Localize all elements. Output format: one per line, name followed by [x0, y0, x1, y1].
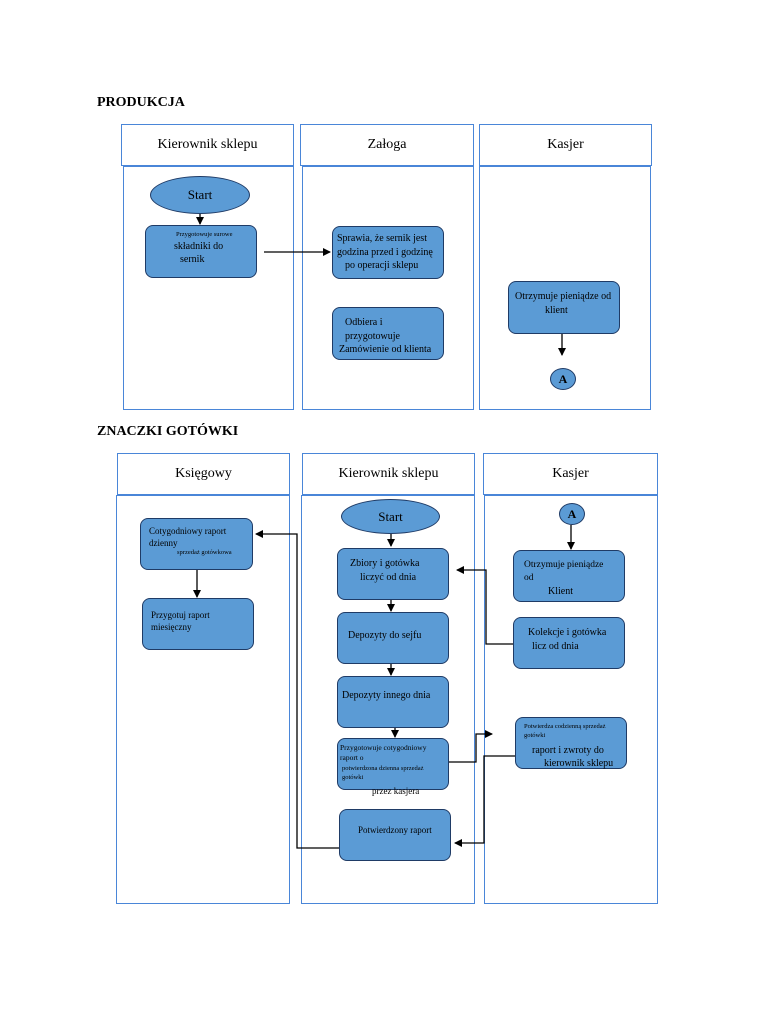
- box-prepare-weekly: Przygotowuje cotygodniowy raport o potwi…: [337, 738, 449, 796]
- box-weekly-report: Cotygodniowy raport dzienny sprzedaż got…: [140, 518, 253, 570]
- box-cashier-confirms: Potwierdza codzienną sprzedaż gotówki ra…: [515, 717, 627, 769]
- box-line: Kolekcje i gotówka: [528, 627, 607, 638]
- box-monthly-report: Przygotuj raport miesięczny: [142, 598, 254, 650]
- box-line: liczyć od dnia: [360, 571, 417, 583]
- box-line: sernik: [180, 254, 205, 266]
- arrow-confirmed-to-weekly: [255, 530, 339, 849]
- box-line: potwierdzona dzienna sprzedaż gotówki: [342, 765, 424, 782]
- box-receive-money-2: Otrzymuje pieniądze od Klient: [513, 550, 625, 602]
- box-line: składniki do: [174, 240, 224, 252]
- box-line: Potwierdza codzienną sprzedaż gotówki: [524, 723, 606, 739]
- box-line: Klient: [548, 585, 573, 597]
- section-title-produkcja: PRODUKCJA: [97, 95, 185, 110]
- box-line: klient: [545, 304, 568, 316]
- box-line: Sprawia, że sernik jest: [337, 233, 427, 244]
- lane-body-zaloga: [302, 166, 474, 410]
- lane-header-ksiegowy: Księgowy: [117, 453, 290, 495]
- box-collections-cash: Zbiory i gotówka liczyć od dnia: [337, 548, 449, 600]
- box-line: Przygotowuje cotygodniowy raport o: [340, 743, 427, 763]
- start-terminal-2: Start: [341, 499, 440, 534]
- box-receive-money: Otrzymuje pieniądze od klient: [508, 281, 620, 334]
- box-line: Zamówienie od klienta: [339, 344, 432, 355]
- box-line: Otrzymuje pieniądze od: [524, 560, 604, 583]
- box-receive-order: Odbiera i przygotowuje Zamówienie od kli…: [332, 307, 444, 360]
- start-terminal: Start: [150, 176, 250, 214]
- lane-header-kierownik-2: Kierownik sklepu: [302, 453, 475, 495]
- box-collections-cash-2: Kolekcje i gotówka licz od dnia: [513, 617, 625, 669]
- box-prepare-ingredients: Przygotowuje surowe składniki do sernik: [145, 225, 257, 278]
- lane-header-zaloga: Załoga: [300, 124, 474, 166]
- connector-a-in: A: [559, 503, 585, 525]
- box-deposit-other-day: Depozyty innego dnia: [337, 676, 449, 728]
- box-line: godzina przed i godzinę: [337, 246, 433, 258]
- box-line: Otrzymuje pieniądze od: [515, 291, 612, 302]
- arrow-cashier-to-confirmed: [454, 755, 515, 847]
- box-line: sprzedaż gotówkowa: [177, 549, 232, 557]
- box-line: Przygotowuje surowe: [176, 231, 233, 238]
- section-title-znaczki: ZNACZKI GOTÓWKI: [97, 424, 239, 439]
- box-line: raport i zwroty do: [532, 744, 604, 756]
- box-line: kierownik sklepu: [544, 758, 614, 770]
- arrow-prepweekly-to-cashier: [449, 730, 493, 763]
- lane-header-kasjer-2: Kasjer: [483, 453, 658, 495]
- box-line: Zbiory i gotówka: [350, 558, 420, 569]
- box-deposit-safe: Depozyty do sejfu: [337, 612, 449, 664]
- arrow-collect2-to-collect: [456, 566, 513, 645]
- box-line: Cotygodniowy raport dzienny: [149, 526, 227, 549]
- connector-a-out: A: [550, 368, 576, 390]
- box-line: przez kasjera: [372, 785, 420, 796]
- box-line: po operacji sklepu: [345, 260, 419, 271]
- lane-header-kierownik: Kierownik sklepu: [121, 124, 294, 166]
- lane-header-kasjer: Kasjer: [479, 124, 652, 166]
- box-check-cheesecake: Sprawia, że sernik jest godzina przed i …: [332, 226, 444, 279]
- box-line: licz od dnia: [532, 640, 579, 652]
- box-confirmed-report: Potwierdzony raport: [339, 809, 451, 861]
- box-line: Odbiera i przygotowuje: [345, 317, 400, 342]
